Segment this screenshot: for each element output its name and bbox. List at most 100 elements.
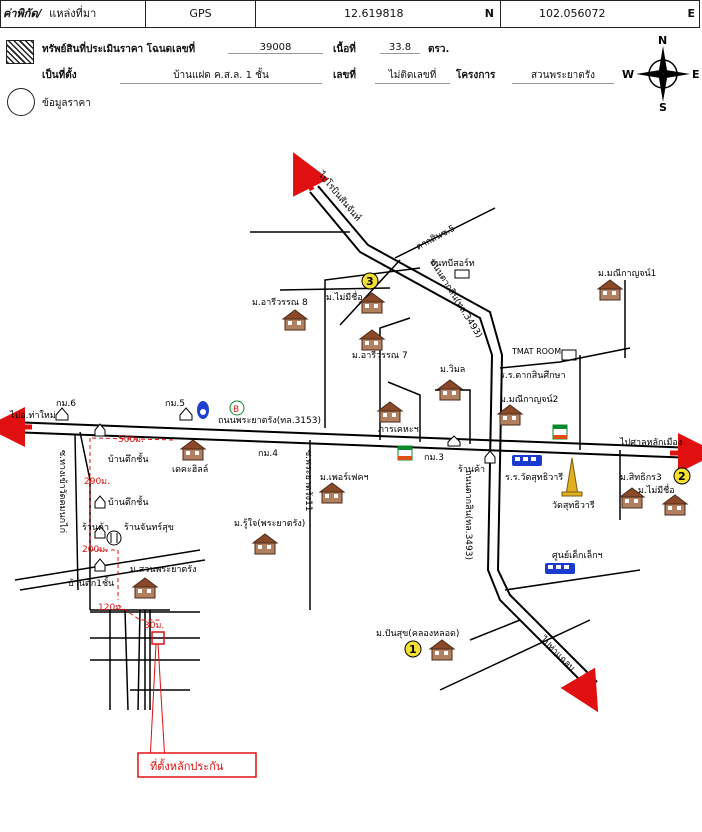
label-d120: 120ม. [98, 603, 124, 613]
label-subject: ที่ตั้งหลักประกัน [150, 758, 224, 773]
house-icon [252, 533, 278, 555]
label-moo-pefect: ม.เพอร์เฟคฯ [320, 471, 369, 483]
compass-e: E [692, 68, 700, 81]
no-value: ไม่ติดเลขที่ [375, 68, 450, 84]
lat-cell: 12.619818 N [256, 1, 501, 27]
label-moo-sitthikorn: ม.สิทธิกร3 [620, 472, 662, 483]
km-post-icons [55, 407, 461, 447]
house-icon [662, 494, 688, 516]
hatched-legend-icon [6, 40, 34, 64]
arrow-southeast-icon [560, 667, 599, 713]
area-unit: ตรว. [428, 44, 450, 55]
label-child-center: ศูนย์เด็กเล็กฯ [552, 548, 603, 561]
house-icon [180, 439, 206, 461]
label-road3493b: ถนนตากสิน(ทล.3493) [463, 470, 474, 560]
compass-s: S [659, 101, 667, 112]
label-km4: กม.4 [258, 449, 278, 459]
price-legend-circle-icon [7, 88, 35, 116]
label-moo-mani2: ม.มณีกาญจน์2 [500, 393, 558, 405]
label-school-taksin: ร.ร.ตากสินศึกษา [500, 370, 566, 381]
seven-eleven-icon [397, 445, 413, 461]
school-bus-icon [545, 563, 575, 574]
label-house1c: บ้านตึก1ชั้น [68, 576, 114, 589]
house-icon [377, 401, 403, 423]
lat-dir: N [484, 7, 494, 20]
label-d500: 500ม. [118, 435, 144, 445]
label-taksin5: ตากสินซ.5 [414, 223, 457, 253]
coord-label: ค่าพิกัด/ [3, 7, 42, 20]
label-moo-ruja: ม.รู้ใจ(พระยาตรัง) [234, 518, 305, 529]
house-icon [437, 379, 463, 401]
label-phraya-soi11: ซ.พระยาตรัง11 [303, 450, 313, 511]
house-icon [597, 279, 623, 301]
label-school-wat: ร.ร.วัดสุทธิวารี [505, 472, 563, 483]
label-to-kok: ไปอ.ท่าใหม่ [9, 410, 56, 421]
type-label: เป็นที่ตั้ง [42, 70, 77, 81]
asset-label: ทรัพย์สินที่ประเมินราคา โฉนดเลขที่ [42, 44, 196, 55]
label-moo-noname2: ม.ไม่มีชื่อ [638, 483, 675, 496]
subject-label-box [137, 752, 257, 778]
label-km3: กม.3 [424, 453, 444, 463]
house-icon [132, 577, 158, 599]
distance-lines [89, 437, 176, 621]
label-store: จันทบีสอร์ท [430, 257, 475, 269]
label-wat: วัดสุทธิวารี [552, 500, 595, 511]
seven-eleven-icon [552, 424, 568, 440]
source-label: แหล่งที่มา [49, 7, 97, 20]
label-shop2: ร้านจันทร์สุข [124, 521, 174, 533]
label-house1b: บ้านตึกชั้น [108, 495, 148, 508]
label-moo-arjewan7: ม.อารีวรรณ 7 [352, 350, 408, 361]
gas-station-icon [197, 401, 209, 419]
coord-label-cell: ค่าพิกัด/ แหล่งที่มา [1, 1, 146, 27]
area-label: เนื้อที่ [333, 44, 356, 55]
road-3153 [9, 421, 696, 459]
house-icon [359, 292, 385, 314]
side-roads [14, 207, 641, 711]
lon-cell: 102.056072 E [501, 1, 699, 27]
building-icon [561, 349, 577, 361]
label-km5: กม.5 [165, 399, 185, 409]
label-to-khlong: ไปท่าแฉลบ [537, 634, 577, 674]
house-icon [429, 639, 455, 661]
shop-icons [94, 423, 496, 572]
area-value: 33.8 [380, 42, 420, 54]
label-shop1: ร้านค้า [82, 522, 109, 533]
arrow-north-icon [293, 152, 329, 197]
road-3493 [309, 185, 598, 691]
house-icon [319, 482, 345, 504]
label-dekahouse: เดคะฮิลล์ [172, 463, 208, 475]
label-to-shrine: ไปศาลหลักเมือง [619, 437, 682, 448]
label-d200: 200ม. [82, 545, 108, 555]
no-label: เลขที่ [333, 70, 356, 81]
label-moo-noname1: ม.ไม่มีชื่อ [326, 290, 363, 303]
label-to-shopping: ไปโรบินสันจันท์ [315, 168, 364, 223]
marker-3: 3 [361, 272, 379, 290]
lon-value: 102.056072 [539, 7, 606, 20]
label-tmat-room: TMAT ROOM [511, 347, 561, 356]
label-km6: กม.6 [56, 399, 76, 409]
marker-1: 1 [404, 640, 422, 658]
svg-text:3: 3 [366, 275, 374, 288]
label-moo-vimon: ม.วิมล [440, 364, 465, 375]
svg-text:B: B [233, 405, 239, 415]
location-map: B 1 2 3 ไปอ.ท่าใหม่ กม.6 กม.5 กม.4 กม.3 … [0, 152, 702, 778]
label-road3153: ถนนพระยาตรัง(ทล.3153) [218, 416, 321, 426]
coordinate-header: ค่าพิกัด/ แหล่งที่มา GPS 12.619818 N 102… [0, 0, 700, 28]
temple-icon [561, 457, 583, 497]
price-label: ข้อมูลราคา [42, 98, 91, 109]
label-shop-km3: ร้านค้า [458, 464, 485, 475]
label-d290: 290ม. [84, 477, 110, 487]
type-value: บ้านแฝด ค.ส.ล. 1 ชั้น [120, 68, 322, 84]
svg-text:2: 2 [678, 470, 686, 483]
project-value: สวนพระยาตรัง [512, 68, 614, 84]
marker-2: 2 [673, 467, 691, 485]
gas-station-icon: B [229, 400, 245, 416]
restaurant-icon [106, 530, 122, 546]
building-icon [454, 269, 470, 279]
label-d30: 30ม. [144, 621, 164, 631]
compass-w: W [622, 68, 634, 81]
label-moo-karnkhe: ภารเคหะฯ [378, 425, 419, 435]
label-moo-mani1: ม.มณีกาญจน์1 [598, 267, 656, 279]
compass-rose-icon: N S W E [622, 34, 700, 112]
label-moo-panasuk: ม.ปันสุข(คลองหลอด) [376, 629, 459, 639]
